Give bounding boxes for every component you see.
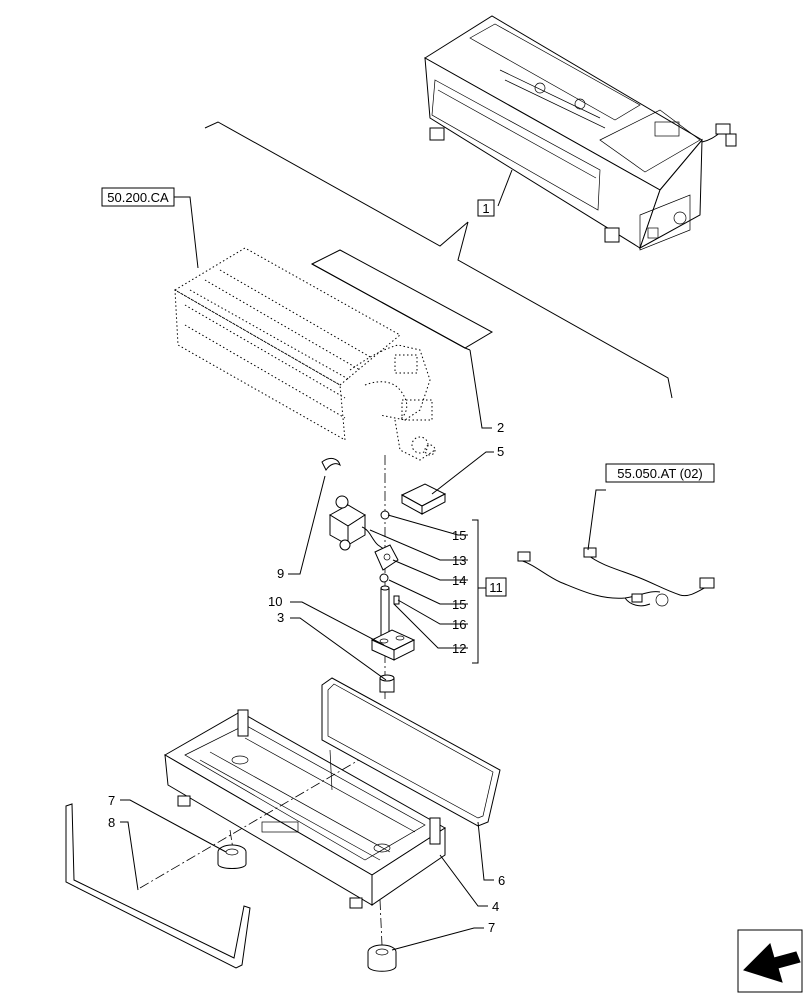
plug-3 [379,674,395,693]
foam-seal-strip [310,249,494,429]
pipe-10 [380,585,390,637]
foam-block-5 [400,451,494,515]
callout-16: 16 [452,617,466,632]
leader-8 [120,821,139,891]
bracket-11 [472,519,479,664]
callout-3: 3 [277,610,284,625]
callout-1: 1 [482,201,489,216]
callout-15b: 15 [452,597,466,612]
leader-14 [392,559,468,581]
callout-5: 5 [497,444,504,459]
callout-7a: 7 [108,793,115,808]
callout-7b: 7 [488,920,495,935]
reference-box-evaporator: 50.200.CA [101,187,199,269]
bracket-line-right [457,221,673,399]
reference-box-harness: 55.050.AT (02) [605,463,715,483]
callout-6: 6 [498,873,505,888]
reference-evaporator-label: 50.200.CA [107,190,169,205]
leader-16 [397,599,468,625]
wiring-harness [517,489,715,607]
callout-8: 8 [108,815,115,830]
lower-tray-4 [163,709,488,909]
bracket-line-left [204,121,469,247]
leader-3 [290,617,387,681]
clip-9 [288,457,341,575]
leader-15b [388,579,468,605]
callout-box-11: 11 [485,577,507,597]
callout-10: 10 [268,594,282,609]
seal-strip-8 [65,803,251,969]
leader-13 [369,529,468,561]
assembly-axis-tray [139,735,401,889]
assembly-axis-foot2 [379,899,383,946]
callout-13: 13 [452,553,466,568]
leader-1 [497,169,513,207]
callout-14: 14 [452,573,466,588]
callout-9: 9 [277,566,284,581]
callout-11: 11 [489,580,503,595]
callout-12: 12 [452,641,466,656]
rubber-foot-7b [367,944,397,972]
leader-12 [393,603,468,649]
callout-4: 4 [492,899,499,914]
block-3 [370,629,416,661]
leader-15a [387,514,468,536]
expansion-valve-assembly [329,495,399,583]
gasket-frame-6 [321,677,501,881]
callout-15a: 15 [452,528,466,543]
reference-harness-label: 55.050.AT (02) [617,466,703,481]
navigation-arrow-icon[interactable] [737,929,803,993]
leader-7a [120,799,227,853]
rubber-foot-7a [217,844,247,869]
hvac-unit-assembly [424,15,737,251]
leader-7b [391,927,484,951]
leader-10 [290,601,385,646]
callout-2: 2 [497,420,504,435]
callout-box-1: 1 [477,199,495,217]
evaporator-core-dotted [174,247,436,461]
